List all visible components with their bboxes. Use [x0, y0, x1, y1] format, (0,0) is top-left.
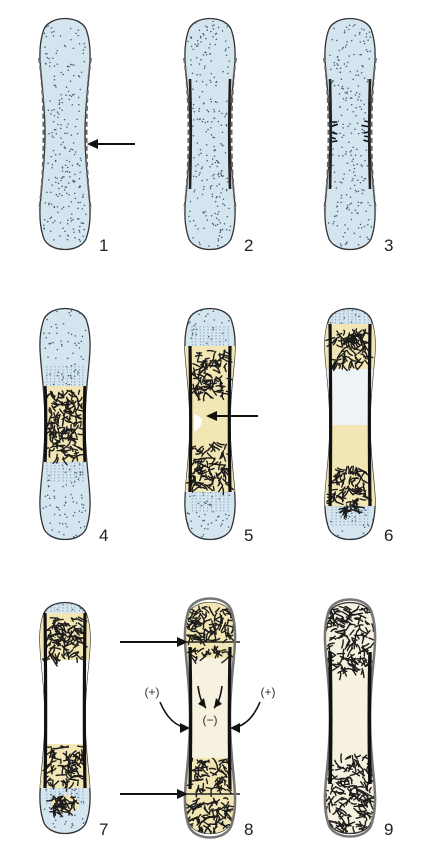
panel-number-6: 6	[384, 526, 393, 545]
panel-number-9: 9	[384, 820, 393, 839]
bone-outline	[325, 19, 375, 250]
panel-2	[184, 17, 236, 249]
sign-center-minus: (−)	[203, 713, 218, 727]
sign-left-plus: (+)	[145, 685, 160, 699]
panel-9	[321, 600, 383, 837]
panel-5	[170, 308, 258, 539]
panel-6	[310, 304, 390, 540]
panel-1	[38, 17, 135, 250]
panel-number-4: 4	[99, 526, 108, 545]
panel-number-1: 1	[99, 236, 108, 255]
panel-3	[324, 17, 377, 251]
panel-number-3: 3	[384, 236, 393, 255]
panel-4	[25, 307, 105, 539]
panel-number-7: 7	[99, 820, 108, 839]
panel-number-5: 5	[244, 526, 253, 545]
panel-8	[120, 599, 260, 838]
bone-outline	[185, 19, 235, 250]
sign-right-plus: (+)	[261, 685, 276, 699]
panel-7	[25, 595, 105, 834]
panel-number-8: 8	[244, 820, 253, 839]
panel-number-2: 2	[244, 236, 253, 255]
